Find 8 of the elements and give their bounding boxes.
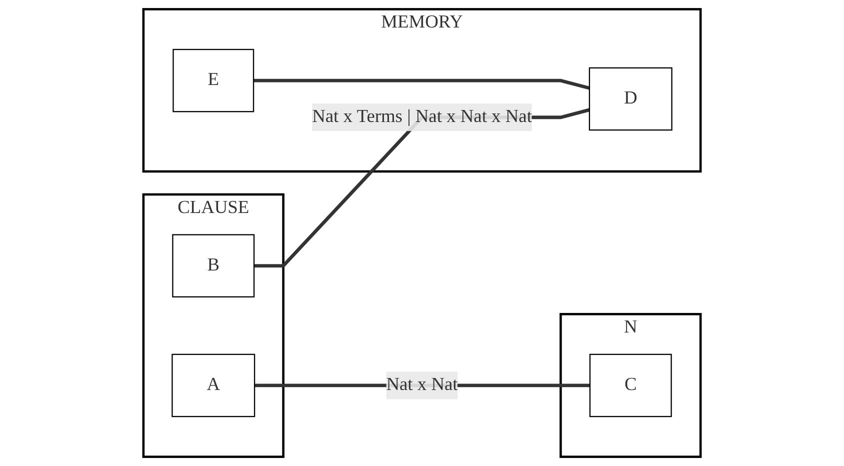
node-box: A: [172, 354, 256, 418]
node-box: C: [589, 354, 672, 418]
node-box: B: [172, 234, 255, 298]
node-box: E: [172, 48, 254, 112]
edge-label: Nat x Nat: [386, 375, 458, 395]
connector: [254, 78, 590, 90]
edge-label: Nat x Terms | Nat x Nat x Nat: [312, 107, 532, 127]
node-box: D: [588, 67, 672, 131]
